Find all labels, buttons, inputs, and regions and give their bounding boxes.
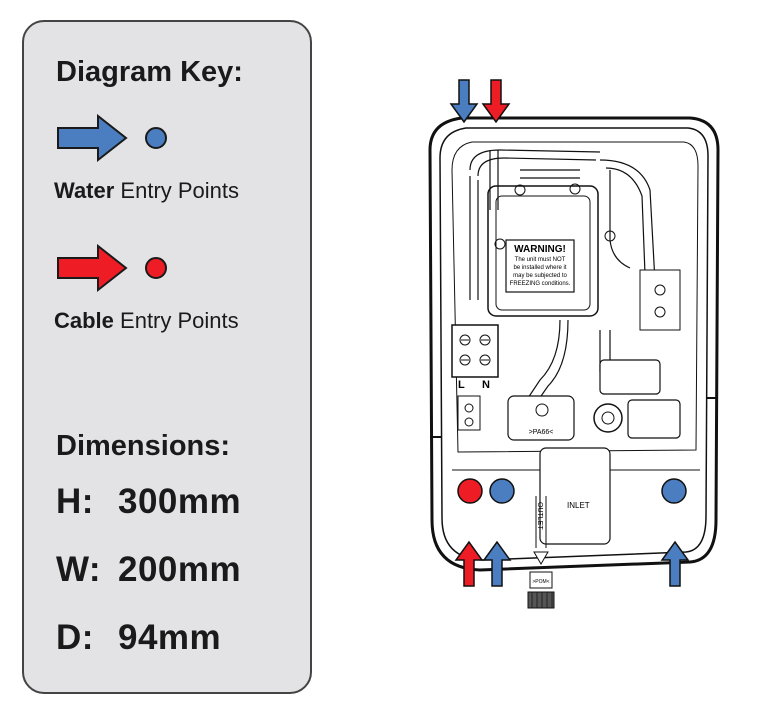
- warning-line-1: The unit must NOT: [515, 257, 566, 263]
- cable-entry-arrow-top: [481, 79, 511, 124]
- water-entry-arrow-right: [660, 540, 690, 587]
- cable-dot-icon: [145, 257, 167, 279]
- dimension-height-key: H:: [56, 482, 94, 521]
- dimension-width-key: W:: [56, 550, 102, 589]
- dimension-width-value: 200mm: [118, 550, 242, 589]
- dimension-width: W: 200mm: [56, 550, 241, 590]
- diagram-key-title: Diagram Key:: [56, 56, 243, 88]
- water-entry-arrow-bottom: [482, 540, 512, 587]
- outlet-label: OUTLET: [536, 502, 543, 530]
- dimensions-title: Dimensions:: [56, 430, 231, 462]
- water-entry-label: Water Entry Points: [54, 178, 239, 204]
- material-mark: >PA66<: [529, 429, 554, 436]
- solenoid-housing: [507, 395, 575, 441]
- inlet-label: INLET: [567, 501, 590, 510]
- cable-label-rest: Entry Points: [113, 308, 239, 333]
- cable-label-bold: Cable: [54, 308, 114, 333]
- water-label-bold: Water: [54, 178, 115, 203]
- terminal-n-label: N: [482, 379, 490, 391]
- water-entry-legend-symbol: [57, 114, 167, 163]
- cable-entry-legend-symbol: [57, 244, 167, 293]
- water-dot-icon: [145, 127, 167, 149]
- water-arrow-icon: [57, 114, 128, 163]
- water-entry-arrow-top: [449, 79, 479, 124]
- terminal-block: [451, 324, 499, 378]
- dimension-height-value: 300mm: [118, 482, 242, 521]
- cable-entry-label: Cable Entry Points: [54, 308, 239, 334]
- dimension-depth: D: 94mm: [56, 618, 221, 658]
- warning-line-3: may be subjected to: [513, 273, 567, 279]
- dimension-depth-key: D:: [56, 618, 94, 657]
- pom-mark: >POM<: [532, 579, 549, 585]
- cable-entry-arrow-bottom: [454, 540, 484, 587]
- cable-entry-point-bottom: [457, 478, 483, 504]
- dimension-depth-value: 94mm: [118, 618, 222, 657]
- warning-label-box: [505, 239, 575, 293]
- warning-line-4: FREEZING conditions.: [510, 281, 571, 287]
- cable-arrow-icon: [57, 244, 128, 293]
- water-entry-point-bottom: [489, 478, 515, 504]
- shower-unit-diagram: WARNING! The unit must NOT be installed …: [428, 79, 720, 609]
- diagram-key-panel: Diagram Key: Water Entry Points Cable En…: [22, 20, 312, 694]
- warning-line-2: be installed where it: [513, 265, 566, 271]
- terminal-l-label: L: [458, 379, 465, 391]
- water-entry-point-right: [661, 478, 687, 504]
- warning-title: WARNING!: [514, 244, 566, 255]
- water-label-rest: Entry Points: [114, 178, 240, 203]
- dimension-height: H: 300mm: [56, 482, 241, 522]
